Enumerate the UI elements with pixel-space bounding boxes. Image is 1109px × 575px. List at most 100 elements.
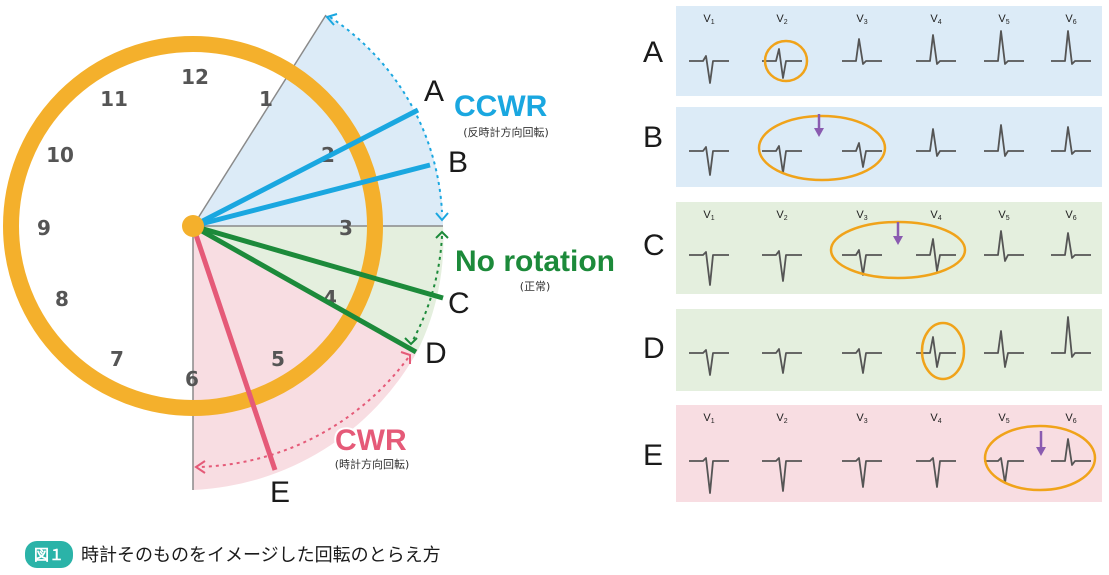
ecg-trace-row2-v4 [916,128,956,157]
clock-face [3,36,383,416]
lead-label-v5: V5 [998,13,1009,26]
ccwr-sublabel: (反時計方向回転) [463,125,549,139]
ccwr-arrowhead [325,13,338,26]
lead-label-v1: V1 [703,412,714,425]
clock-number-7: 7 [110,347,124,371]
caption-text: 時計そのものをイメージした回転のとらえ方 [81,545,441,566]
ecg-trace-row5-v5 [984,457,1024,484]
lead-label-v4: V4 [930,209,941,222]
cwr-sector [193,226,418,490]
clock-number-9: 9 [37,216,51,240]
no-rotation-sublabel: (正常) [520,280,551,293]
clock-number-8: 8 [55,287,69,311]
highlight-b-v2-v3 [757,114,887,182]
clock-number-5: 5 [271,347,285,371]
axis-label-e: E [270,476,290,509]
ecg-row-label-c: C [643,229,665,262]
figure-caption: 図１ 時計そのものをイメージした回転のとらえ方 [25,540,441,568]
ecg-trace-row2-v2 [762,145,802,174]
cwr-sublabel: (時計方向回転) [335,457,410,471]
ecg-trace-row4-v1 [689,349,729,376]
clock-number-1: 1 [259,87,273,111]
ecg-row-label-d: D [643,332,665,365]
no-rotation-sector [193,226,444,350]
ecg-trace-row4-v2 [762,348,802,374]
ecg-row-label-b: B [643,121,663,154]
ecg-trace-row1-v1 [689,55,729,84]
ecg-trace-row3-v3 [842,249,882,276]
ecg-trace-row5-v4 [916,457,956,488]
ecg-trace-row3-v5 [984,230,1024,262]
figure-badge: 図１ [25,540,74,568]
lead-label-v5: V5 [998,209,1009,222]
highlight-a-v2 [763,39,809,83]
ecg-trace-row1-v3 [842,38,882,65]
no-rotation-label: No rotation [455,245,615,278]
ecg-row-d-bg [676,309,1102,391]
ccwr-tick [435,212,449,222]
lead-label-v1: V1 [703,13,714,26]
cwr-label: CWR [335,424,407,457]
clock-number-6: 6 [185,367,199,391]
highlight-e-v5-v6 [983,424,1097,492]
lead-label-v5: V5 [998,412,1009,425]
clock-number-12: 12 [181,65,209,89]
lead-label-v2: V2 [776,412,787,425]
axis-label-b: B [448,146,468,179]
cwr-arrowhead-top [400,351,411,364]
ccwr-arc [329,16,443,213]
no-rotation-arc [411,235,443,343]
axis-line-c [192,223,444,301]
ecg-row-e-bg [676,405,1102,502]
guide-line-upper [192,14,327,227]
lead-label-v6: V6 [1065,209,1076,222]
ecg-trace-row3-v4 [916,238,956,272]
ecg-trace-row4-v3 [842,348,882,374]
clock-center [182,215,204,237]
lead-label-v4: V4 [930,412,941,425]
ecg-trace-row5-v6 [1051,438,1091,466]
lead-label-v6: V6 [1065,13,1076,26]
axis-line-a [191,107,420,229]
axis-label-d: D [425,337,447,370]
ecg-row-label-e: E [643,439,663,472]
ecg-trace-row1-v2 [762,48,802,79]
ecg-trace-row5-v1 [689,457,729,494]
ecg-trace-row3-v1 [689,251,729,286]
axis-label-c: C [448,287,470,320]
ecg-trace-row3-v6 [1051,232,1091,259]
lead-label-v3: V3 [856,13,867,26]
lead-label-v1: V1 [703,209,714,222]
no-rotation-tick-bottom [404,337,418,346]
ecg-row-c-bg [676,202,1102,294]
ecg-row-label-a: A [643,36,663,69]
ecg-traces [689,30,1091,494]
lead-label-v2: V2 [776,209,787,222]
ecg-trace-row2-v3 [842,142,882,168]
ccwr-label: CCWR [454,90,548,123]
clock-number-3: 3 [339,216,353,240]
ecg-trace-row5-v3 [842,457,882,488]
ecg-trace-row4-v4 [916,336,956,368]
lead-label-v3: V3 [856,412,867,425]
ecg-trace-row3-v2 [762,250,802,282]
axis-label-a: A [424,75,444,108]
highlight-d-v4 [920,321,966,381]
transition-arrows [814,114,1046,456]
ecg-row-a-bg [676,6,1102,96]
no-rotation-tick-top [435,230,449,239]
ecg-trace-row1-v6 [1051,30,1091,65]
ccwr-sector [193,15,443,226]
ecg-trace-row1-v5 [984,30,1024,65]
axis-line-b [192,162,431,229]
cwr-arrowhead-bottom [194,460,206,474]
lead-label-v3: V3 [856,209,867,222]
ecg-row-b-bg [676,107,1102,187]
lead-label-v6: V6 [1065,412,1076,425]
clock-number-11: 11 [100,87,128,111]
ecg-trace-row2-v5 [984,124,1024,157]
clock-number-10: 10 [46,143,74,167]
lead-label-v2: V2 [776,13,787,26]
